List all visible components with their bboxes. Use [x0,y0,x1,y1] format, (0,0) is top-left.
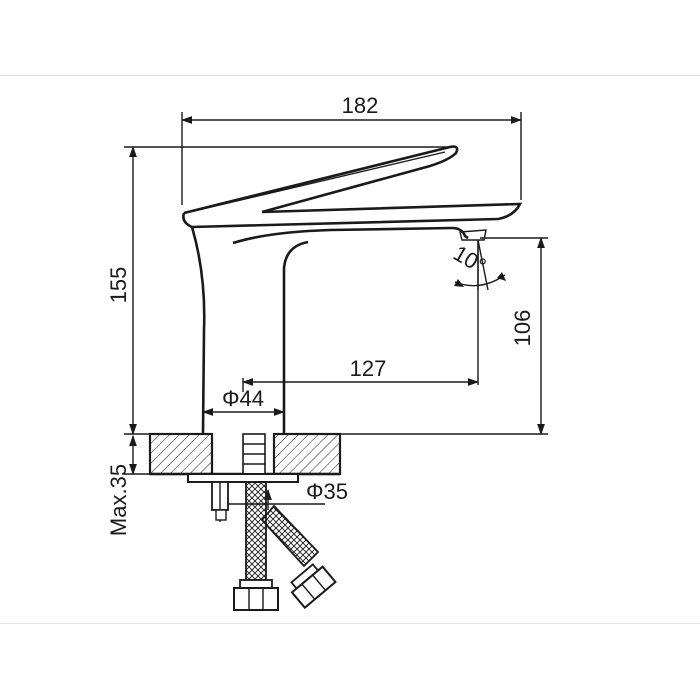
dimension-hole-diameter: Φ35 [216,479,348,510]
dimension-max-counter-label: Max.35 [106,464,131,536]
dimension-width: 182 [180,93,523,205]
dimension-reach-label: 127 [350,356,387,381]
mounting-hardware [187,433,299,522]
dimension-spout-height: 106 [340,236,548,436]
dimension-width-label: 182 [342,93,379,118]
supply-hoses [233,481,337,611]
dimension-base-diameter-label: Φ44 [222,386,264,411]
faucet-body [182,145,523,435]
dimension-spout-height-label: 106 [510,310,535,347]
counter-deck [148,432,342,476]
dimension-reach: 127 [241,240,480,392]
dimension-hole-diameter-label: Φ35 [306,479,348,504]
dimension-base-diameter: Φ44 [201,386,286,434]
angle-indicator: 10° [449,239,506,291]
top-border [0,75,700,76]
bottom-border [0,623,700,624]
dimension-height-label: 155 [106,267,131,304]
